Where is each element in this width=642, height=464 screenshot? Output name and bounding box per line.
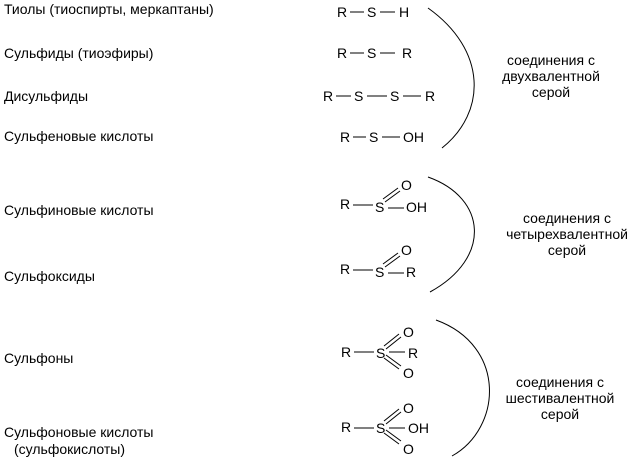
- atom-r: R: [340, 129, 350, 145]
- atom-o: O: [401, 177, 412, 193]
- atom-o: O: [401, 242, 412, 258]
- bracket-divalent: [427, 7, 475, 149]
- formula-sulfenic-acid: R S OH: [340, 129, 424, 145]
- atom-s: S: [367, 45, 376, 61]
- name-sulfenic-acids: Сульфеновые кислоты: [4, 128, 154, 144]
- group-line: соединения с: [516, 374, 604, 390]
- name-disulfides: Дисульфиды: [4, 88, 88, 104]
- formula-sulfinic-acid: R S O OH: [340, 177, 427, 215]
- formula-sulfone: R S O R O: [341, 324, 418, 381]
- atom-r: R: [337, 45, 347, 61]
- double-bond: [382, 187, 399, 200]
- double-bond: [383, 432, 400, 445]
- formula-sulfonic-acid: R S O OH O: [341, 400, 429, 457]
- bracket-hexavalent: [435, 319, 490, 457]
- formula-disulfide: R S S R: [323, 88, 435, 104]
- atom-s: S: [375, 199, 384, 215]
- atom-s: S: [376, 420, 385, 436]
- name-sulfones: Сульфоны: [4, 350, 73, 366]
- double-bond: [385, 411, 402, 425]
- atom-s: S: [376, 345, 385, 361]
- name-thiols: Тиолы (тиоспирты, меркаптаны): [4, 1, 214, 17]
- atom-r: R: [341, 419, 351, 435]
- atom-r: R: [408, 345, 418, 361]
- atom-r: R: [340, 261, 350, 277]
- atom-r: R: [341, 344, 351, 360]
- formula-sulfoxide: R S O R: [340, 242, 416, 280]
- group-line: соединения с: [523, 210, 611, 226]
- group-label-divalent: соединения с двухвалентной серой: [502, 52, 600, 100]
- atom-o: O: [403, 441, 414, 457]
- group-line: серой: [541, 406, 579, 422]
- double-bond: [383, 357, 400, 370]
- group-line: соединения с: [507, 52, 595, 68]
- formula-thiol: R S H: [337, 4, 409, 20]
- name-sulfinic-acids: Сульфиновые кислоты: [4, 202, 154, 218]
- group-line: шестивалентной: [506, 390, 615, 406]
- atom-s: S: [390, 88, 399, 104]
- atom-oh: OH: [403, 129, 424, 145]
- atom-s: S: [375, 264, 384, 280]
- group-label-tetravalent: соединения с четырехвалентной серой: [506, 210, 628, 258]
- atom-o: O: [403, 400, 414, 416]
- double-bond: [384, 190, 401, 203]
- atom-h: H: [399, 4, 409, 20]
- double-bond: [385, 336, 402, 350]
- atom-o: O: [403, 324, 414, 340]
- group-label-hexavalent: соединения с шестивалентной серой: [506, 374, 615, 422]
- double-bond: [385, 354, 402, 367]
- double-bond: [382, 252, 399, 265]
- double-bond: [383, 408, 400, 422]
- atom-r: R: [323, 88, 333, 104]
- atom-s: S: [354, 88, 363, 104]
- bracket-tetravalent: [427, 176, 475, 293]
- atom-r: R: [337, 4, 347, 20]
- name-sulfonic-acids-line2: (сульфокислоты): [14, 441, 125, 457]
- atom-s: S: [369, 129, 378, 145]
- atom-oh: OH: [408, 420, 429, 436]
- atom-oh: OH: [406, 199, 427, 215]
- group-line: серой: [532, 84, 570, 100]
- atom-s: S: [367, 4, 376, 20]
- double-bond: [385, 429, 402, 442]
- name-sulfonic-acids-line1: Сульфоновые кислоты: [4, 424, 154, 440]
- atom-r: R: [406, 264, 416, 280]
- double-bond: [384, 255, 401, 268]
- atom-r: R: [402, 45, 412, 61]
- name-sulfides: Сульфиды (тиоэфиры): [4, 45, 153, 61]
- atom-r: R: [340, 196, 350, 212]
- atom-o: O: [403, 365, 414, 381]
- group-line: четырехвалентной: [506, 226, 628, 242]
- atom-r: R: [425, 88, 435, 104]
- group-line: серой: [548, 242, 586, 258]
- formula-sulfide: R S R: [337, 45, 412, 61]
- name-sulfoxides: Сульфоксиды: [4, 268, 95, 284]
- double-bond: [383, 333, 400, 347]
- group-line: двухвалентной: [502, 68, 600, 84]
